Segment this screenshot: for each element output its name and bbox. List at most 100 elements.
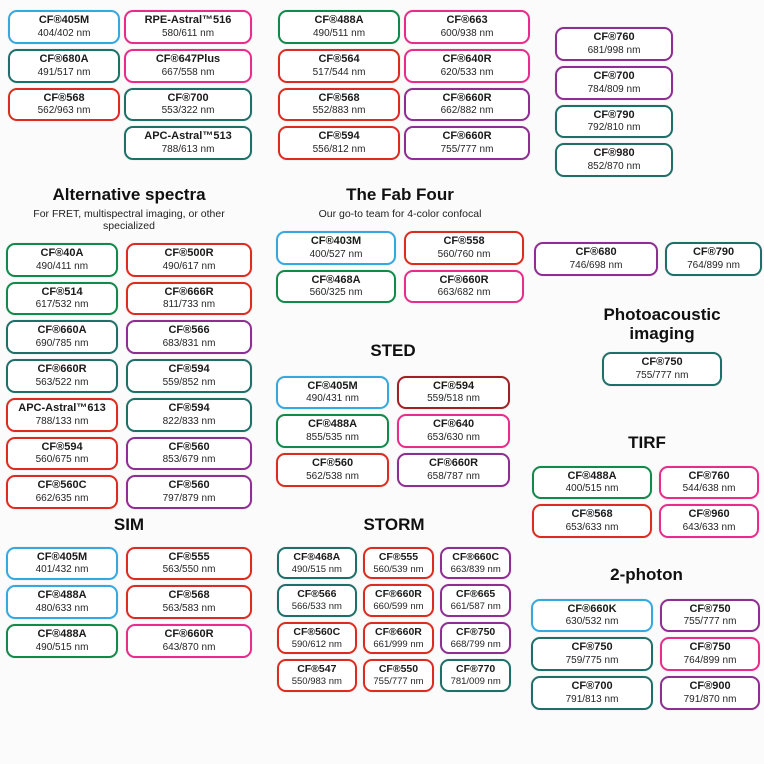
dye-ex-em-range: 755/777 nm [440, 144, 494, 155]
dye-ex-em-range: 668/799 nm [450, 638, 501, 650]
dye-name: APC-Astral™513 [144, 130, 232, 143]
dye-name: CF®660R [428, 457, 479, 470]
dye-ex-em-range: 580/611 nm [161, 27, 215, 39]
dye-name: CF®660C [452, 550, 500, 563]
section-subtitle: Our go-to team for 4-color confocal [318, 207, 482, 220]
dye-ex-em-range: 853/679 nm [162, 454, 216, 466]
dye-ex-em-range: 563/522 nm [35, 376, 89, 388]
dye-name: CF®660R [442, 91, 492, 104]
dye-ex-em-range: 563/583 nm [162, 603, 216, 615]
dye-name: CF®647Plus [155, 52, 221, 65]
dye-name: CF®566 [168, 324, 210, 337]
dye-ex-em-range: 653/630 nm [427, 432, 480, 444]
dye-name: CF®488A [37, 589, 87, 602]
dye-ex-em-range: 791/813 nm [565, 693, 619, 705]
dye-ex-em-range: 560/760 nm [437, 248, 491, 260]
dye-name: CF®488A [37, 628, 87, 641]
dye-ex-em-range: 690/785 nm [35, 338, 89, 350]
dye-ex-em-range: 784/809 nm [587, 83, 641, 95]
dye-name: CF®560C [293, 625, 341, 638]
dye-ex-em-range: 797/879 nm [162, 493, 216, 505]
dye-ex-em-range: 643/633 nm [682, 522, 736, 534]
dye-ex-em-range: 663/839 nm [450, 563, 501, 575]
section-title: STORM [363, 515, 425, 534]
dye-ex-em-range: 559/518 nm [427, 393, 480, 405]
dye-name: CF®660R [439, 273, 489, 286]
dye-ex-em-range: 662/635 nm [35, 493, 89, 505]
dye-ex-em-range: 400/527 nm [309, 248, 363, 260]
dye-name: CF®566 [297, 588, 337, 601]
dye-ex-em-range: 490/431 nm [306, 393, 359, 405]
dye-ex-em-range: 560/325 nm [309, 287, 363, 299]
dye-name: CF®594 [432, 379, 475, 392]
dye-name: CF®594 [41, 440, 83, 453]
dye-ex-em-range: 490/515 nm [291, 563, 342, 575]
dye-name: CF®660R [375, 625, 422, 638]
dye-name: CF®665 [456, 588, 496, 601]
dye-name: CF®640 [432, 418, 475, 431]
dye-ex-em-range: 661/999 nm [373, 638, 424, 650]
dye-name: CF®568 [571, 508, 613, 521]
dye-name: CF®558 [443, 234, 485, 247]
dye-name: CF®660K [567, 602, 617, 615]
dye-name: CF®770 [456, 663, 496, 676]
dye-name: CF®547 [297, 663, 337, 676]
dye-ex-em-range: 643/870 nm [162, 641, 216, 653]
dye-ex-em-range: 590/612 nm [291, 638, 342, 650]
dye-ex-em-range: 663/682 nm [437, 287, 491, 299]
dye-name: CF®560 [168, 440, 210, 453]
dye-ex-em-range: 791/870 nm [683, 693, 737, 705]
dye-name: CF®405M [307, 379, 358, 392]
dye-ex-em-range: 755/777 nm [373, 676, 424, 688]
dye-ex-em-range: 556/812 nm [312, 144, 366, 155]
dye-ex-em-range: 764/899 nm [683, 655, 737, 667]
dye-name: CF®760 [593, 31, 635, 43]
dye-name: CF®750 [689, 602, 731, 615]
dye-name: APC-Astral™613 [18, 401, 106, 414]
dye-name: CF®594 [318, 130, 360, 143]
section-title: Alternative spectra [52, 185, 206, 204]
section-alternative-spectra: Alternative spectra For FRET, multispect… [6, 185, 252, 514]
dye-ex-em-range: 683/831 nm [162, 338, 216, 350]
dye-name: CF®468A [311, 273, 361, 286]
section-fab-four: The Fab Four Our go-to team for 4-color … [276, 185, 524, 309]
dye-ex-em-range: 600/938 nm [440, 27, 494, 39]
